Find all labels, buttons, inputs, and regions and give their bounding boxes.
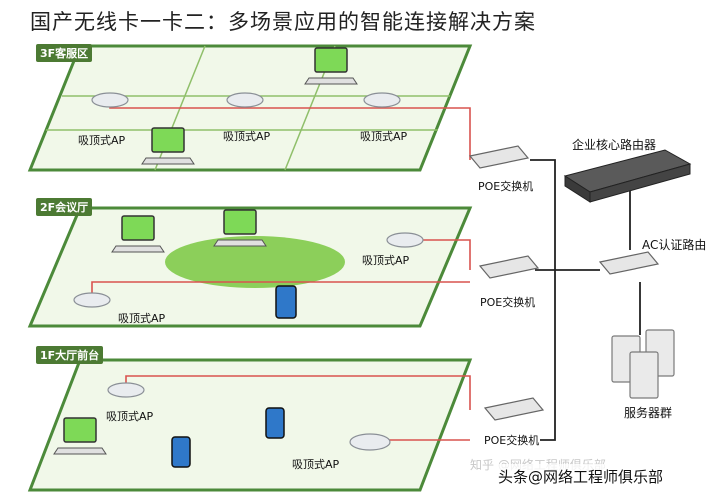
laptop-icon — [213, 209, 267, 247]
poe-switch-label: POE交换机 — [480, 296, 536, 309]
ap-label: 吸顶式AP — [292, 458, 340, 471]
poe-switch-label: POE交换机 — [484, 434, 540, 447]
ap-label: 吸顶式AP — [223, 130, 271, 143]
footer-credit: 头条@网络工程师俱乐部 — [494, 464, 668, 489]
poe-switch-1f — [483, 397, 545, 421]
core-router — [563, 149, 692, 203]
ac-router — [598, 251, 660, 275]
poe-switch-3f — [468, 145, 530, 169]
ap-3f-2 — [226, 92, 264, 108]
poe-switch-2f — [478, 255, 540, 279]
ap-3f-3 — [363, 92, 401, 108]
ap-label: 吸顶式AP — [78, 134, 126, 147]
floor-label-2f: 2F会议厅 — [36, 198, 93, 216]
laptop-icon — [111, 215, 165, 253]
ap-label: 吸顶式AP — [118, 312, 166, 325]
floor-label-3f: 3F客服区 — [36, 44, 93, 62]
floor-label-1f: 1F大厅前台 — [36, 346, 104, 364]
ap-label: 吸顶式AP — [362, 254, 410, 267]
phone-icon — [275, 285, 297, 319]
ap-label: 吸顶式AP — [106, 410, 154, 423]
page-title: 国产无线卡一卡二：多场景应用的智能连接解决方案 — [30, 10, 536, 34]
core-router-label: 企业核心路由器 — [572, 138, 657, 152]
laptop-icon — [141, 127, 195, 165]
phone-icon — [171, 436, 191, 468]
ap-1f-2 — [349, 433, 391, 451]
cables-dark — [530, 159, 641, 441]
ap-2f-1 — [386, 232, 424, 248]
ap-2f-2 — [73, 292, 111, 308]
ap-label: 吸顶式AP — [360, 130, 408, 143]
ap-1f-1 — [107, 382, 145, 398]
poe-switch-label: POE交换机 — [478, 180, 534, 193]
server-icon — [629, 351, 659, 399]
ac-router-label: AC认证路由 — [642, 238, 707, 252]
laptop-icon — [53, 417, 107, 455]
phone-icon — [265, 407, 285, 439]
ap-3f-1 — [91, 92, 129, 108]
laptop-icon — [304, 47, 358, 85]
meeting-area — [165, 236, 345, 288]
servers-label: 服务器群 — [624, 406, 673, 420]
